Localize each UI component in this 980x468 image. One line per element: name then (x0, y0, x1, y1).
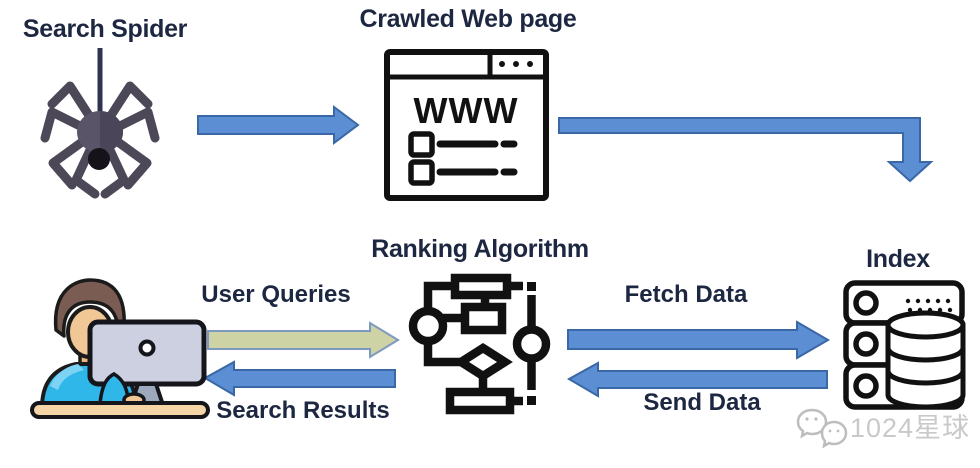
arrow-spider-to-page (197, 105, 360, 145)
label-send-data: Send Data (643, 389, 761, 416)
arrow-send-data (566, 361, 828, 398)
database-cylinder (885, 310, 966, 410)
flowchart-dash (527, 282, 536, 291)
browser-window-icon: WWW (384, 49, 549, 201)
flowchart-dash (527, 396, 536, 405)
flowchart-icon (408, 273, 551, 415)
browser-list-rows (408, 131, 435, 186)
arrow-fetch-data (567, 320, 830, 360)
flowchart-top-box (450, 273, 512, 300)
flowchart-bottom-box (445, 387, 515, 415)
watermark-text: 1024星球 (850, 413, 971, 443)
spider-body-shade (100, 111, 123, 153)
label-search-results: Search Results (216, 397, 390, 424)
label-crawled-web-page: Crawled Web page (359, 5, 577, 33)
browser-list-lines (436, 140, 518, 176)
wechat-bubble-eyes (805, 417, 840, 433)
flowchart-circle-right (512, 325, 551, 363)
arrow-page-to-index (558, 117, 934, 183)
spider-legs (40, 81, 160, 199)
database-server-icon (843, 280, 966, 410)
label-ranking-algorithm: Ranking Algorithm (371, 235, 589, 263)
wechat-bubble-small (820, 420, 848, 449)
label-fetch-data: Fetch Data (624, 281, 748, 308)
monitor-camera-dot (138, 339, 156, 357)
flowchart-mid-box (460, 302, 507, 335)
flowchart-circle-left (408, 306, 448, 346)
label-user-queries: User Queries (201, 281, 351, 308)
browser-www-text: WWW (414, 90, 519, 131)
wechat-icon (796, 408, 848, 449)
browser-menu-dots (499, 61, 533, 67)
spider-icon (40, 48, 160, 199)
label-index: Index (866, 245, 930, 273)
flowchart-diamond (453, 342, 513, 382)
wechat-bubble-large (796, 408, 828, 439)
arrow-user-queries (207, 321, 400, 359)
person-at-computer-icon (30, 278, 210, 419)
arrow-search-results (202, 360, 396, 397)
spider-head (88, 148, 110, 170)
label-search-spider: Search Spider (22, 15, 188, 43)
server-slot-circles (853, 290, 879, 399)
person-shirt-highlight (50, 364, 84, 390)
desk (30, 401, 210, 419)
flowchart-connector (423, 341, 461, 367)
flowchart-connector (423, 281, 455, 311)
